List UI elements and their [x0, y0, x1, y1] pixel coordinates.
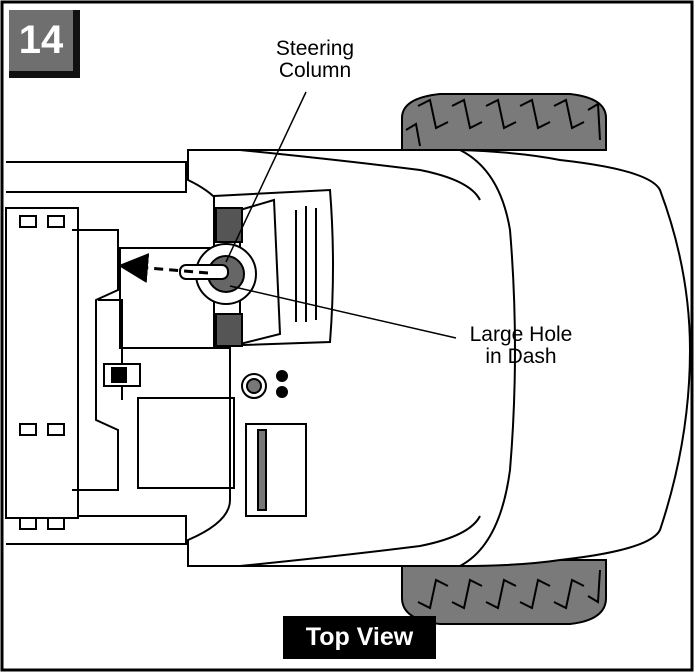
view-label-badge: Top View: [283, 616, 436, 659]
seat-slots: [19, 215, 65, 530]
vehicle-body: [5, 149, 692, 567]
lower-wheel: [401, 559, 607, 625]
steering-column-hole: [179, 243, 257, 305]
upper-wheel: [401, 93, 607, 151]
hole-leader: [229, 285, 457, 339]
latch: [103, 363, 141, 387]
callout-steering-column-line1: Steering: [275, 37, 355, 60]
callout-steering-column-line2: Column: [278, 59, 352, 82]
steering-leader: [225, 91, 307, 263]
dash-panel: [213, 188, 334, 517]
callout-large-hole-line1: Large Hole: [469, 323, 573, 346]
cockpit-area: [72, 229, 235, 491]
callout-large-hole-line2: in Dash: [485, 345, 557, 368]
callout-large-hole: Large Hole in Dash: [456, 324, 586, 368]
step-number-badge: 14: [9, 10, 80, 78]
ignition: [241, 370, 288, 399]
callout-steering-column: Steering Column: [255, 38, 375, 82]
